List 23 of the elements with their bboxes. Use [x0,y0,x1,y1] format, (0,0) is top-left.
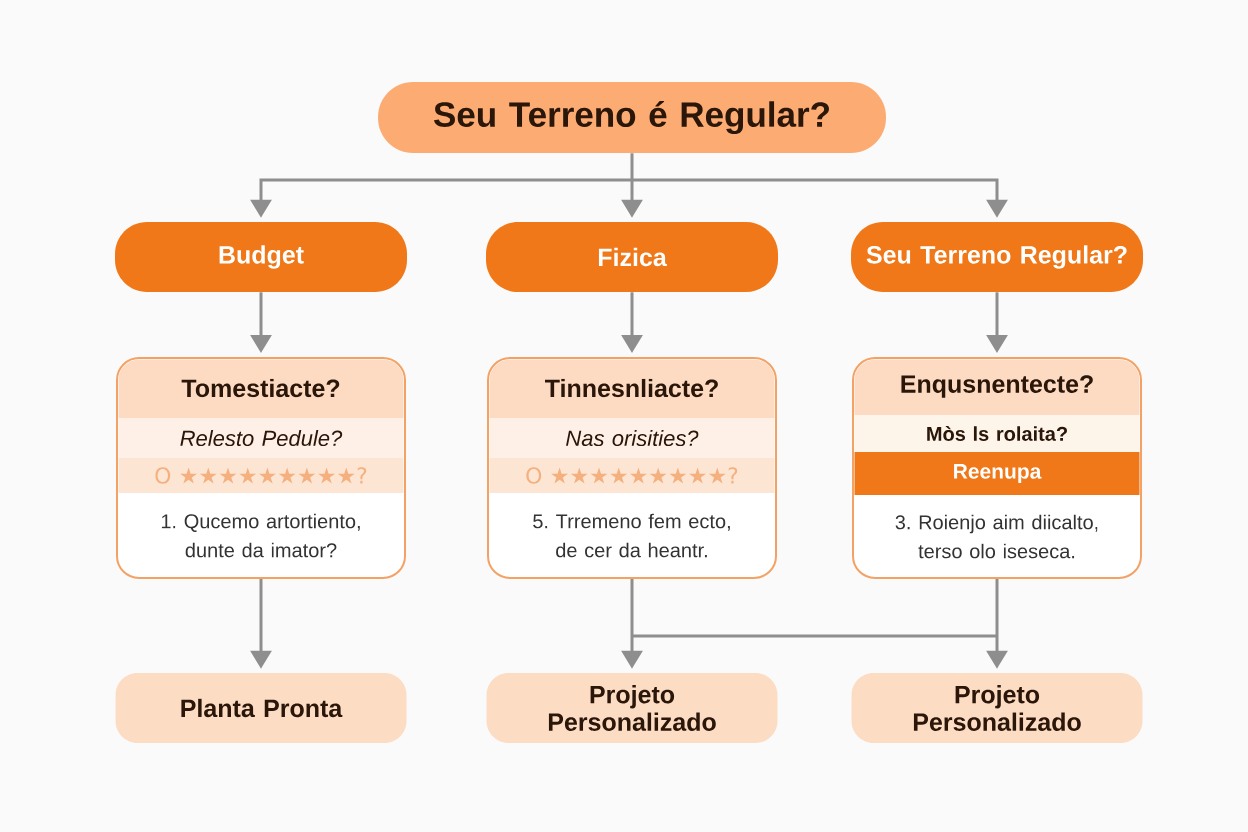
connector-line [632,634,997,638]
card-text: 5. Trremeno fem ecto, de cer da heantr. [533,513,730,558]
result-box: Projeto Personalizado [851,673,1143,743]
category-pill: Fizica [486,222,778,292]
question-card [487,357,777,579]
card-heading: Tinnesnliacte? [489,359,775,418]
card-subtitle: Mòs ls rolaita? [854,415,1140,452]
question-card [852,357,1142,579]
card-text: 3. Roienjo aim diicalto, terso olo iseseca. [895,514,1098,559]
question-box: Seu Terreno é Regular? [378,82,886,153]
card-subtitle: Nas orisities? [489,418,775,458]
result-box: Projeto Personalizado [486,673,778,743]
card-heading: Enqusnentecte? [854,359,1140,415]
rating-row: O ★★★★★★★★★? [118,458,404,493]
rating-row: O ★★★★★★★★★? [489,458,775,493]
card-text: 1. Qucemo artortiento, dunte da imator? [161,513,360,558]
card-heading: Tomestiacte? [118,359,404,418]
question-card [116,357,406,579]
card-banner: Reenupa [854,452,1140,495]
category-pill: Budget [115,222,407,292]
result-box: Planta Pronta [115,673,407,743]
category-pill: Seu Terreno Regular? [851,222,1143,292]
card-subtitle: Relesto Pedule? [118,418,404,458]
